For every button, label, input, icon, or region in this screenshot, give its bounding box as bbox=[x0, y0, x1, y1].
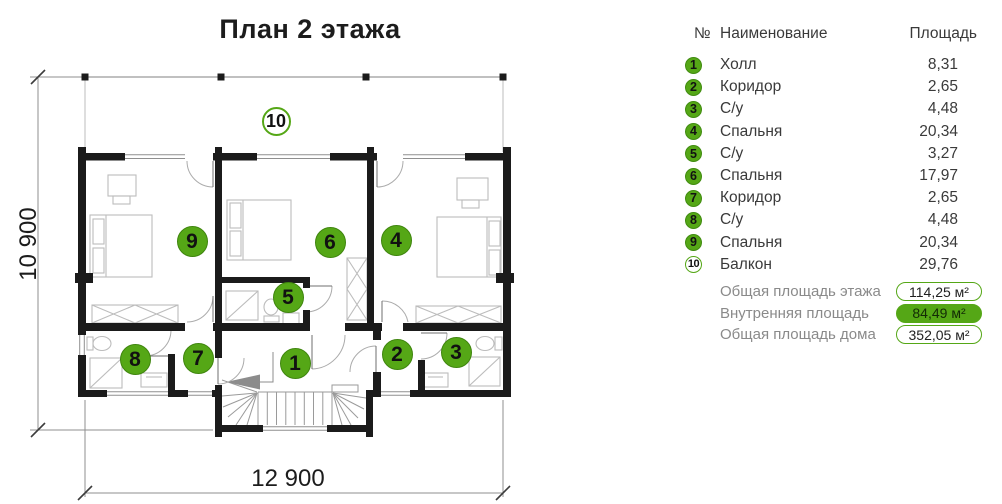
dimension-lines bbox=[30, 76, 504, 497]
legend-header-number: № bbox=[694, 25, 711, 42]
room-number-badge: 5 bbox=[685, 145, 702, 163]
legend-row-3: 3 С/у 4,48 bbox=[684, 98, 982, 120]
room-marker-3: 3 bbox=[440, 336, 472, 368]
room-marker-4: 4 bbox=[380, 224, 412, 256]
windows bbox=[79, 154, 465, 431]
room-marker-1: 1 bbox=[279, 347, 311, 379]
room-area: 29,76 bbox=[919, 255, 958, 273]
dimension-width-label: 12 900 bbox=[251, 465, 324, 492]
room-number-badge: 2 bbox=[685, 78, 702, 96]
floor-plan-drawing: 10 900 12 900 bbox=[15, 69, 514, 501]
door-arcs bbox=[144, 160, 448, 385]
furniture bbox=[86, 174, 503, 389]
legend-row-4: 4 Спальня 20,34 bbox=[684, 121, 982, 143]
dimension-ticks bbox=[30, 69, 511, 501]
room-marker-8: 8 bbox=[119, 343, 151, 375]
room-area: 20,34 bbox=[919, 233, 958, 251]
summary-value-pill: 84,49 м² bbox=[896, 303, 982, 323]
room-name: Коридор bbox=[720, 78, 782, 96]
room-name: С/у bbox=[720, 211, 744, 229]
room-area: 2,65 bbox=[927, 78, 958, 96]
dimension-height-label: 10 900 bbox=[15, 207, 42, 280]
room-number-badge: 9 bbox=[685, 234, 702, 252]
summary-label: Общая площадь этажа bbox=[720, 283, 881, 301]
legend-row-7: 7 Коридор 2,65 bbox=[684, 187, 982, 209]
room-area: 3,27 bbox=[927, 144, 958, 162]
room-name: С/у bbox=[720, 100, 744, 118]
room-name: Балкон bbox=[720, 255, 772, 273]
legend-row-1: 1 Холл 8,31 bbox=[684, 54, 982, 76]
room-area: 8,31 bbox=[927, 56, 958, 74]
room-marker-5: 5 bbox=[272, 281, 304, 313]
legend-row-10: 10 Балкон 29,76 bbox=[684, 254, 982, 276]
room-number-badge: 8 bbox=[685, 211, 702, 229]
room-name: Спальня bbox=[720, 122, 783, 140]
legend-summary: Общая площадь этажа 114,25 м² Внутренняя… bbox=[684, 282, 982, 345]
balcony-railing bbox=[81, 73, 507, 152]
summary-value-pill: 114,25 м² bbox=[896, 282, 982, 302]
room-number-badge: 1 bbox=[685, 56, 702, 74]
room-area: 17,97 bbox=[919, 167, 958, 185]
room-number-badge: 10 bbox=[685, 256, 702, 274]
room-name: Спальня bbox=[720, 167, 783, 185]
summary-row: Общая площадь дома 352,05 м² bbox=[684, 325, 982, 345]
legend-header-row: № Наименование Площадь bbox=[684, 22, 982, 46]
page-title: План 2 этажа bbox=[219, 14, 401, 44]
room-marker-9: 9 bbox=[176, 225, 208, 257]
stair-direction-arrow bbox=[226, 374, 260, 390]
legend-header-name: Наименование bbox=[720, 25, 828, 42]
room-number-badge: 3 bbox=[685, 100, 702, 118]
room-marker-6: 6 bbox=[314, 226, 346, 258]
legend-row-6: 6 Спальня 17,97 bbox=[684, 165, 982, 187]
legend-row-2: 2 Коридор 2,65 bbox=[684, 76, 982, 98]
room-name: Холл bbox=[720, 56, 757, 74]
staircase bbox=[221, 352, 367, 426]
summary-label: Общая площадь дома bbox=[720, 326, 876, 344]
room-marker-7: 7 bbox=[182, 342, 214, 374]
room-area: 20,34 bbox=[919, 122, 958, 140]
legend-row-9: 9 Спальня 20,34 bbox=[684, 232, 982, 254]
legend-row-5: 5 С/у 3,27 bbox=[684, 143, 982, 165]
room-area: 2,65 bbox=[927, 189, 958, 207]
walls bbox=[75, 147, 514, 437]
summary-row: Общая площадь этажа 114,25 м² bbox=[684, 282, 982, 302]
room-name: С/у bbox=[720, 144, 744, 162]
summary-value-pill: 352,05 м² bbox=[896, 325, 982, 345]
room-marker-2: 2 bbox=[381, 338, 413, 370]
room-marker-10: 10 bbox=[261, 106, 291, 136]
room-area: 4,48 bbox=[927, 211, 958, 229]
room-name: Спальня bbox=[720, 233, 783, 251]
legend-row-8: 8 С/у 4,48 bbox=[684, 209, 982, 231]
room-number-badge: 7 bbox=[685, 189, 702, 207]
summary-row: Внутренняя площадь 84,49 м² bbox=[684, 303, 982, 323]
legend-header-area: Площадь bbox=[909, 25, 977, 42]
room-number-badge: 6 bbox=[685, 167, 702, 185]
room-name: Коридор bbox=[720, 189, 782, 207]
summary-label: Внутренняя площадь bbox=[720, 304, 869, 322]
room-area: 4,48 bbox=[927, 100, 958, 118]
room-number-badge: 4 bbox=[685, 123, 702, 141]
